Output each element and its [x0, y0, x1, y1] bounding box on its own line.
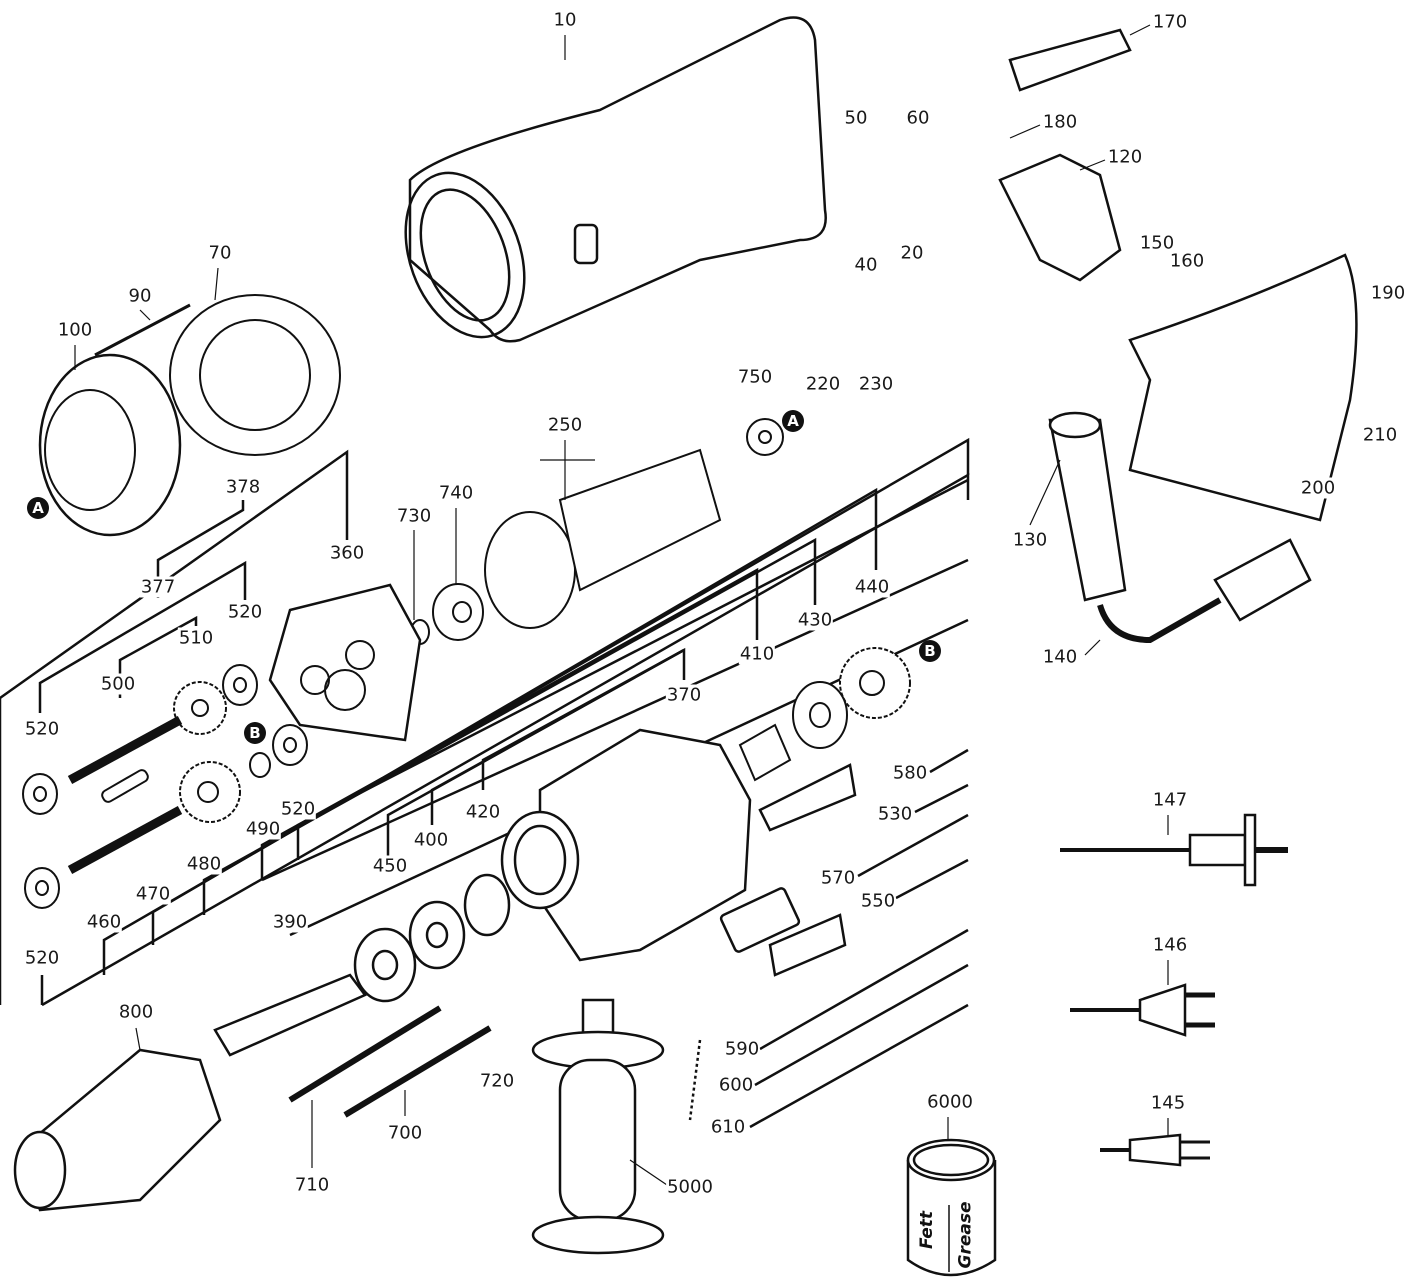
part-label-710[interactable]: 710: [293, 1174, 331, 1196]
part-label-190[interactable]: 190: [1369, 282, 1405, 304]
part-label-500[interactable]: 500: [99, 673, 137, 695]
part-label-60[interactable]: 60: [905, 107, 931, 129]
part-label-150[interactable]: 150: [1138, 232, 1176, 254]
part-label-6000[interactable]: 6000: [926, 1091, 974, 1113]
part-label-720[interactable]: 720: [478, 1070, 516, 1092]
part-label-145[interactable]: 145: [1149, 1092, 1187, 1114]
part-label-520[interactable]: 520: [279, 798, 317, 820]
part-label-370[interactable]: 370: [665, 684, 703, 706]
gears: [22, 647, 911, 909]
part-label-200[interactable]: 200: [1299, 477, 1337, 499]
part-label-420[interactable]: 420: [464, 801, 502, 823]
part-label-470[interactable]: 470: [134, 883, 172, 905]
reference-marker-a: A: [27, 497, 49, 519]
part-label-230[interactable]: 230: [857, 373, 895, 395]
part-label-440[interactable]: 440: [853, 576, 891, 598]
part-label-600[interactable]: 600: [717, 1074, 755, 1096]
part-label-378[interactable]: 378: [224, 476, 262, 498]
grease-can-label-grease: Grease: [955, 1201, 976, 1269]
grease-can: [906, 1138, 997, 1277]
part-label-360[interactable]: 360: [328, 542, 366, 564]
part-label-550[interactable]: 550: [859, 890, 897, 912]
part-label-220[interactable]: 220: [804, 373, 842, 395]
switch-and-handle: [998, 28, 1358, 1167]
part-label-146[interactable]: 146: [1151, 934, 1189, 956]
part-label-480[interactable]: 480: [185, 853, 223, 875]
part-label-390[interactable]: 390: [271, 911, 309, 933]
part-label-90[interactable]: 90: [127, 285, 153, 307]
leader-lines: [74, 24, 1169, 1188]
part-label-520[interactable]: 520: [23, 718, 61, 740]
part-label-10[interactable]: 10: [552, 9, 578, 31]
part-label-5000[interactable]: 5000: [666, 1176, 714, 1198]
part-label-170[interactable]: 170: [1151, 11, 1189, 33]
part-label-400[interactable]: 400: [412, 829, 450, 851]
part-label-570[interactable]: 570: [819, 867, 857, 889]
reference-marker-a: A: [782, 410, 804, 432]
part-label-147[interactable]: 147: [1151, 789, 1189, 811]
part-label-100[interactable]: 100: [56, 319, 94, 341]
motor-housing: [404, 16, 827, 343]
armature: [410, 418, 784, 645]
part-label-490[interactable]: 490: [244, 818, 282, 840]
drill-chuck: [13, 1005, 492, 1212]
part-label-520[interactable]: 520: [226, 601, 264, 623]
part-label-180[interactable]: 180: [1041, 111, 1079, 133]
gear-housing: [213, 728, 857, 1057]
part-label-740[interactable]: 740: [437, 482, 475, 504]
part-label-140[interactable]: 140: [1041, 646, 1079, 668]
part-label-700[interactable]: 700: [386, 1122, 424, 1144]
part-label-410[interactable]: 410: [738, 643, 776, 665]
part-label-50[interactable]: 50: [843, 107, 869, 129]
part-label-800[interactable]: 800: [117, 1001, 155, 1023]
part-label-250[interactable]: 250: [546, 414, 584, 436]
auxiliary-handle: [531, 998, 702, 1255]
bearing-flange: [268, 583, 422, 742]
part-label-520[interactable]: 520: [23, 947, 61, 969]
part-label-430[interactable]: 430: [796, 609, 834, 631]
reference-marker-b: B: [244, 722, 266, 744]
part-label-610[interactable]: 610: [709, 1116, 747, 1138]
part-label-70[interactable]: 70: [207, 242, 233, 264]
part-label-580[interactable]: 580: [891, 762, 929, 784]
part-label-530[interactable]: 530: [876, 803, 914, 825]
part-label-160[interactable]: 160: [1168, 250, 1206, 272]
grease-can-label-fett: Fett: [917, 1210, 938, 1250]
part-label-130[interactable]: 130: [1011, 529, 1049, 551]
field-coil: [38, 294, 341, 537]
part-label-460[interactable]: 460: [85, 911, 123, 933]
part-label-210[interactable]: 210: [1361, 424, 1399, 446]
part-label-450[interactable]: 450: [371, 855, 409, 877]
part-label-510[interactable]: 510: [177, 627, 215, 649]
part-label-377[interactable]: 377: [139, 576, 177, 598]
part-label-730[interactable]: 730: [395, 505, 433, 527]
part-label-750[interactable]: 750: [736, 366, 774, 388]
part-label-590[interactable]: 590: [723, 1038, 761, 1060]
reference-marker-b: B: [919, 640, 941, 662]
part-label-20[interactable]: 20: [899, 242, 925, 264]
part-label-40[interactable]: 40: [853, 254, 879, 276]
part-label-120[interactable]: 120: [1106, 146, 1144, 168]
